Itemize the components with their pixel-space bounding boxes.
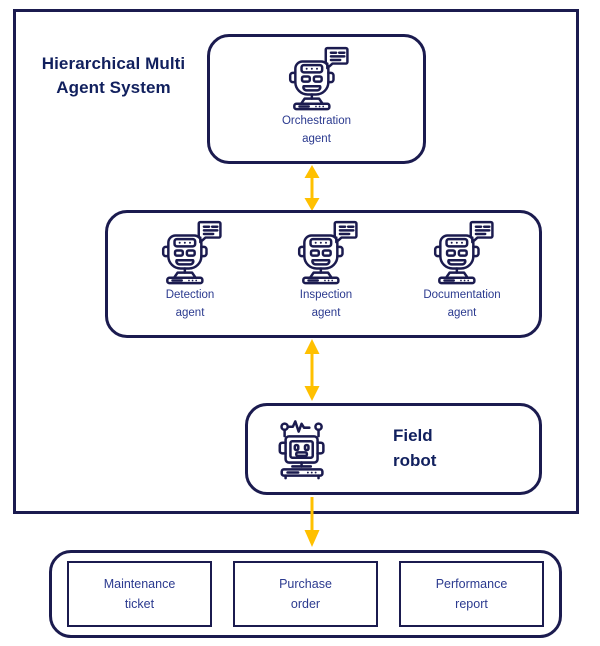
robot-head-chat-icon: [161, 220, 222, 285]
orchestration-agent-label: Orchestration agent: [281, 115, 352, 145]
outputs-box: Maintenance ticket Purchase order Perfor…: [49, 550, 562, 638]
output-card-maintenance-ticket[interactable]: Maintenance ticket: [67, 561, 212, 627]
agent-cell-documentation[interactable]: Documentation agent: [392, 219, 532, 335]
orchestration-agent-box[interactable]: Orchestration agent: [207, 34, 426, 164]
robot-head-chat-icon: [288, 46, 349, 111]
system-title: Hierarchical Multi Agent System: [41, 54, 186, 98]
agent-label-detection: Detection agent: [165, 289, 215, 319]
outputs-row: Maintenance ticket Purchase order Perfor…: [52, 553, 559, 635]
arrow-orchestration-agents: [304, 165, 320, 211]
arrow-agents-field-robot: [304, 339, 320, 401]
field-robot-label: Field robot: [393, 426, 437, 470]
arrow-field-robot-outputs: [304, 497, 320, 547]
orchestration-agent-cell: Orchestration agent: [210, 45, 423, 149]
agent-label-documentation: Documentation agent: [423, 289, 501, 319]
specialist-agents-box: Detection agent: [105, 210, 542, 338]
output-card-purchase-order[interactable]: Purchase order: [233, 561, 378, 627]
output-card-performance-report[interactable]: Performance report: [399, 561, 544, 627]
field-robot-content: Field robot: [248, 406, 539, 492]
field-robot-box[interactable]: Field robot: [245, 403, 542, 495]
agent-cell-inspection[interactable]: Inspection agent: [256, 219, 396, 335]
robot-head-chat-icon: [433, 220, 494, 285]
robot-head-chat-icon: [297, 220, 358, 285]
agent-cell-detection[interactable]: Detection agent: [120, 219, 260, 335]
field-robot-antenna-icon: [278, 420, 325, 480]
agent-label-inspection: Inspection agent: [299, 289, 353, 319]
